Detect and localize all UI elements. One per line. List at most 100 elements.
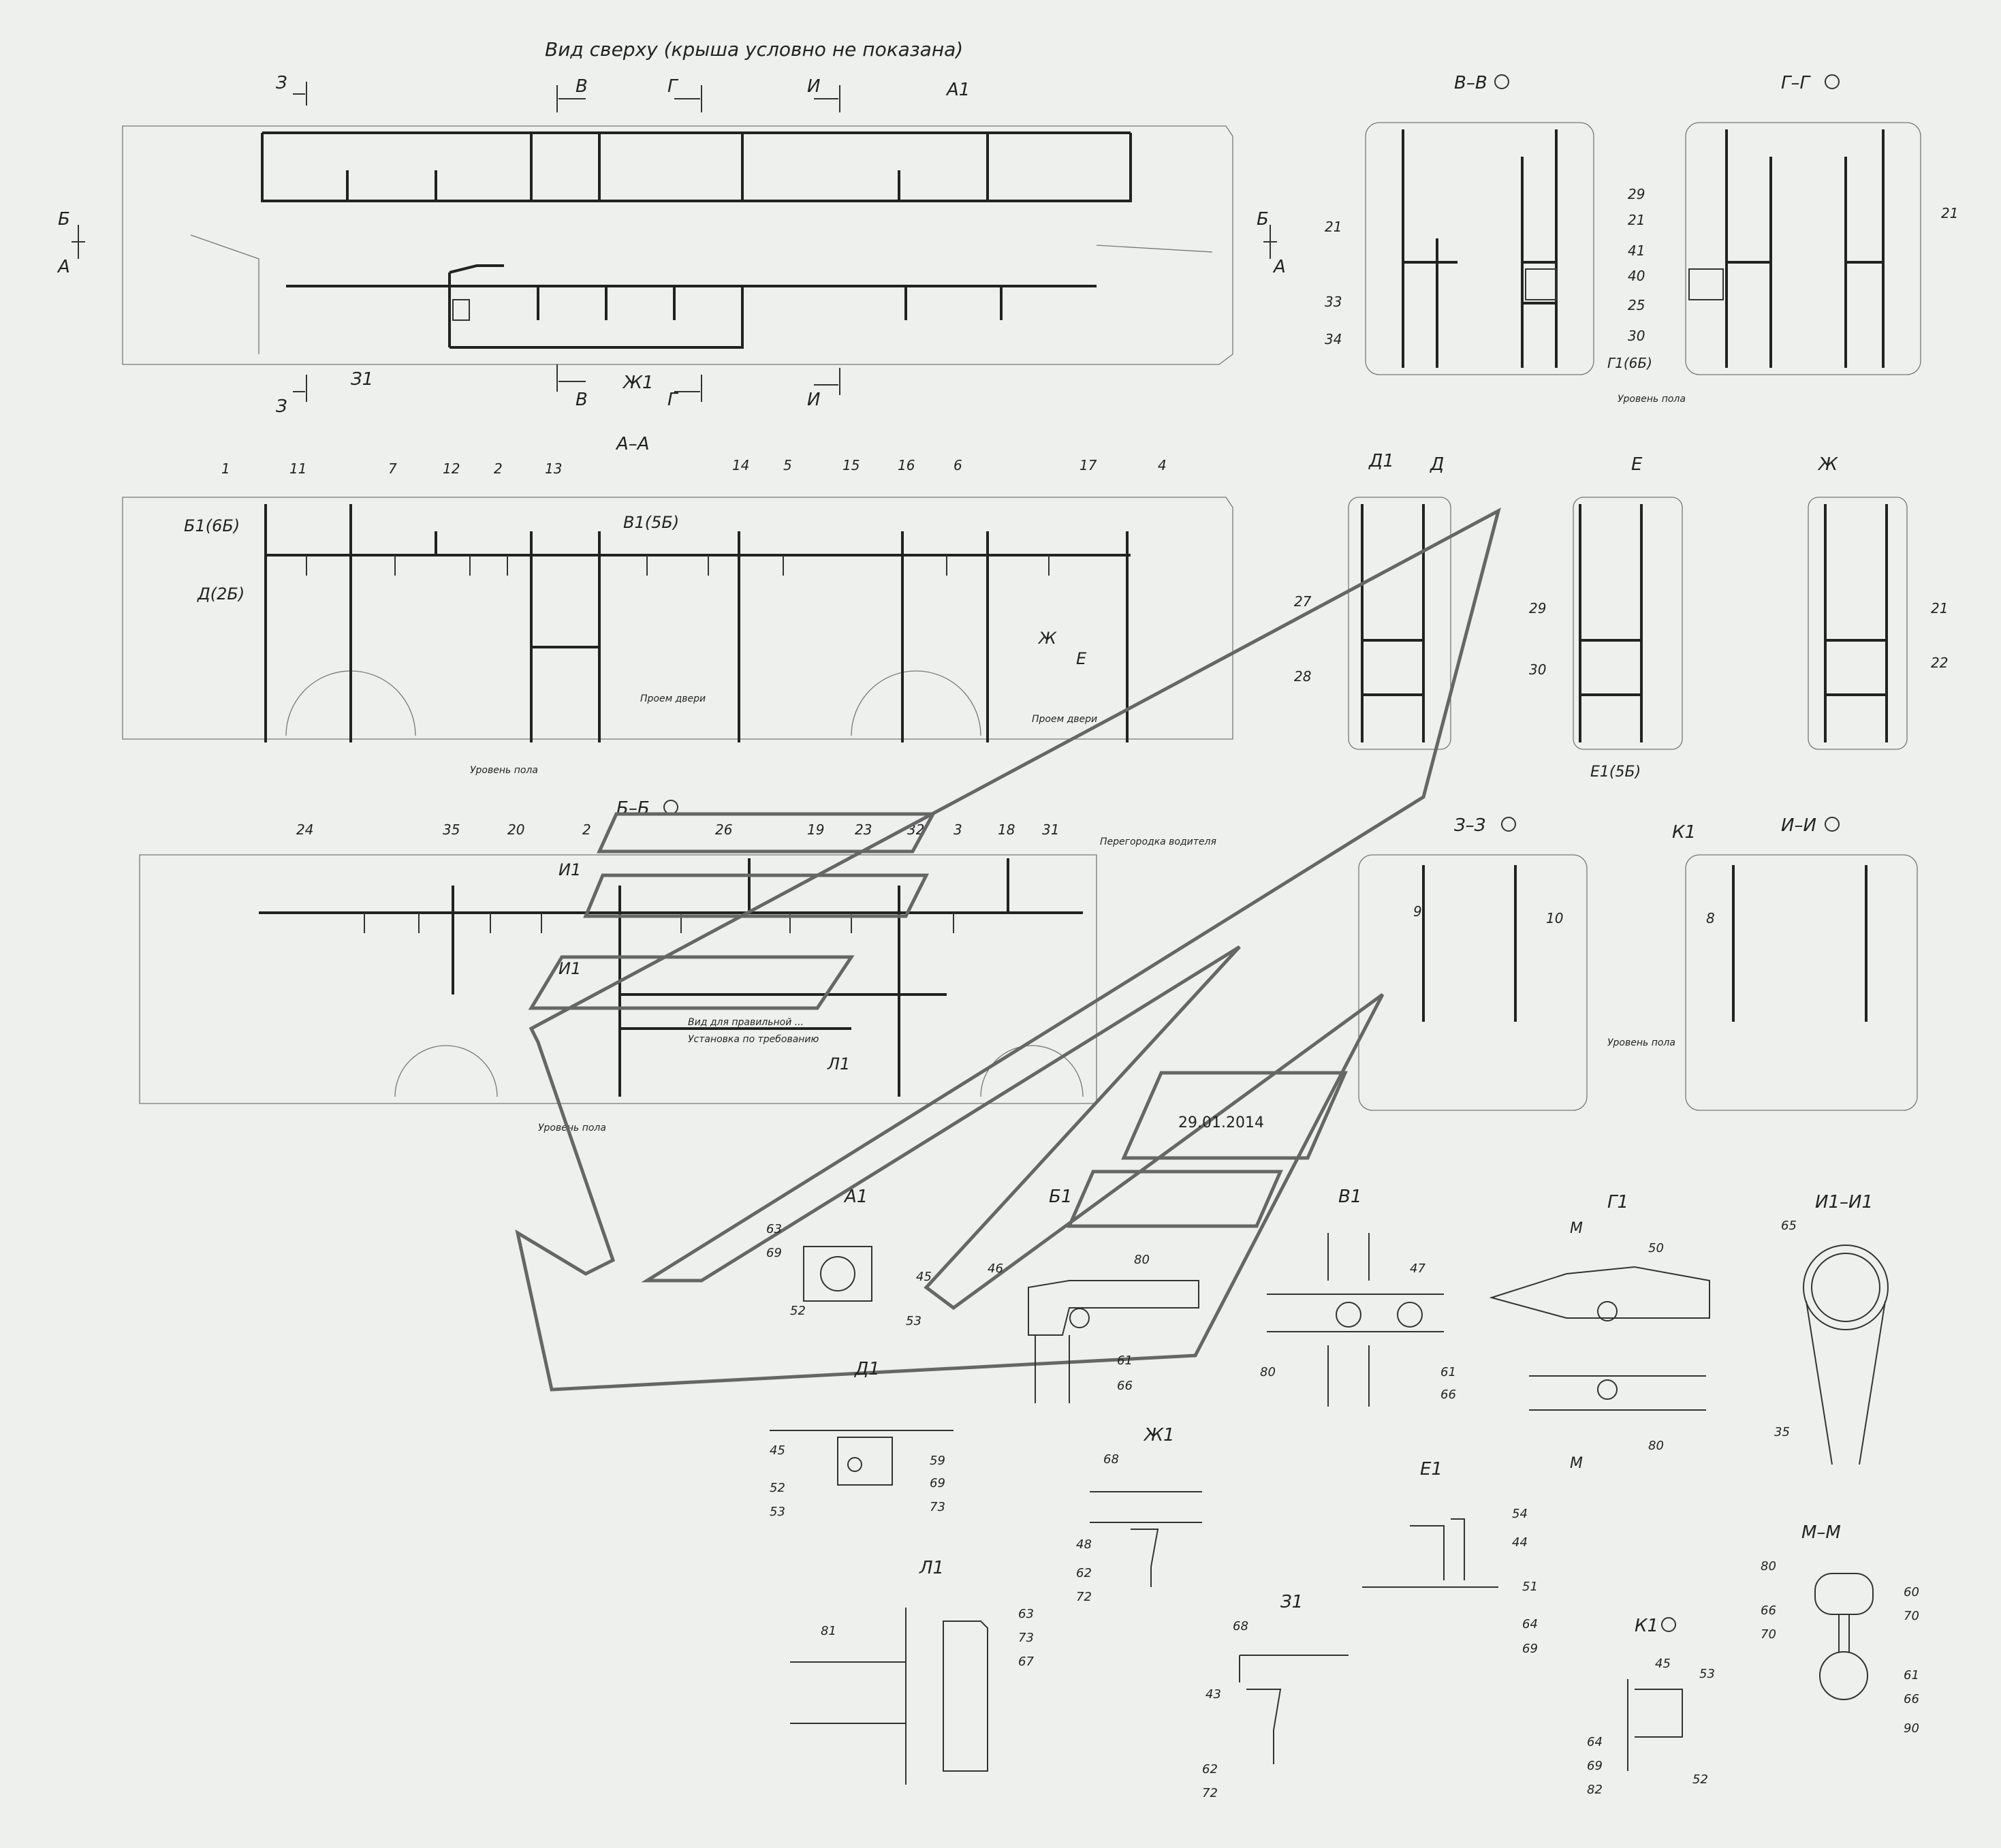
- svg-text:2: 2: [582, 821, 591, 838]
- svg-text:66: 66: [1440, 1388, 1456, 1402]
- svg-text:В–В: В–В: [1454, 73, 1487, 93]
- svg-text:4: 4: [1158, 457, 1167, 473]
- svg-text:М: М: [1570, 1455, 1583, 1472]
- svg-text:Л1: Л1: [827, 1054, 850, 1074]
- svg-text:54: 54: [1512, 1507, 1528, 1521]
- detail-k1: К1 45 53 64 69 82 52: [1587, 1616, 1715, 1797]
- top-rail-upper: [261, 131, 1132, 202]
- svg-text:28: 28: [1294, 668, 1311, 685]
- svg-text:72: 72: [1076, 1590, 1092, 1604]
- svg-text:Проем двери: Проем двери: [1032, 714, 1097, 725]
- svg-text:67: 67: [1018, 1655, 1034, 1669]
- detail-z1: З1 68 43 62 72: [1202, 1592, 1349, 1800]
- detail-g1: Г1 М 50 80 М: [1489, 1192, 1710, 1472]
- svg-text:30: 30: [1529, 661, 1546, 678]
- svg-text:65: 65: [1781, 1219, 1797, 1233]
- svg-text:Г–Г: Г–Г: [1781, 73, 1811, 93]
- svg-text:В1(5Б): В1(5Б): [623, 513, 679, 532]
- svg-text:И: И: [807, 390, 820, 410]
- svg-text:69: 69: [1522, 1642, 1538, 1656]
- view-ii: И–И: [1781, 815, 1840, 836]
- svg-text:Ж: Ж: [1817, 454, 1838, 475]
- svg-text:И: И: [807, 76, 820, 97]
- svg-text:24: 24: [296, 821, 313, 838]
- svg-text:И1–И1: И1–И1: [1815, 1192, 1873, 1212]
- svg-text:12: 12: [443, 460, 460, 477]
- svg-text:Б: Б: [1257, 209, 1269, 230]
- svg-text:Установка по требованию: Установка по требованию: [688, 1034, 819, 1045]
- svg-text:К1: К1: [1635, 1616, 1658, 1636]
- svg-text:Е: Е: [1631, 454, 1643, 475]
- svg-text:34: 34: [1325, 331, 1342, 347]
- svg-text:69: 69: [930, 1476, 945, 1490]
- section-bb: Б–Б 24 35 20 2 26 19 23 32 3 18 31 Перег…: [139, 798, 1216, 1133]
- svg-text:И1: И1: [558, 959, 581, 978]
- svg-text:13: 13: [545, 460, 562, 477]
- svg-text:35: 35: [1774, 1425, 1790, 1439]
- svg-text:11: 11: [289, 460, 306, 477]
- svg-text:И–И: И–И: [1781, 815, 1816, 836]
- svg-text:63: 63: [1018, 1607, 1034, 1621]
- svg-text:90: 90: [1904, 1721, 1919, 1736]
- view-e: Е 29 30 Е1(5Б): [1529, 454, 1683, 781]
- svg-text:17: 17: [1080, 457, 1097, 473]
- svg-text:Б1(6Б): Б1(6Б): [184, 516, 240, 535]
- view-k1: К1 8: [1672, 822, 1918, 1111]
- svg-text:Уровень пола: Уровень пола: [1618, 394, 1686, 405]
- svg-text:69: 69: [1587, 1759, 1603, 1773]
- svg-text:46: 46: [988, 1262, 1003, 1276]
- svg-text:5: 5: [783, 457, 792, 473]
- svg-text:47: 47: [1410, 1262, 1425, 1276]
- detail-l1: Л1 81 63 73 67: [790, 1558, 1034, 1785]
- bb-rails: [259, 858, 1083, 1097]
- svg-text:14: 14: [732, 457, 749, 473]
- svg-text:21: 21: [1628, 212, 1645, 228]
- svg-text:Б: Б: [58, 209, 70, 230]
- svg-text:З1: З1: [1280, 1592, 1303, 1612]
- svg-text:Уровень пола: Уровень пола: [538, 1123, 606, 1133]
- section-aa-title: А–А: [615, 434, 650, 454]
- svg-text:К1: К1: [1672, 822, 1696, 843]
- bus-outline-top: [122, 125, 1233, 365]
- svg-text:80: 80: [1134, 1253, 1150, 1267]
- svg-text:45: 45: [916, 1270, 932, 1284]
- approval-stamp-overlay: 29.01.2014: [515, 507, 1501, 1392]
- svg-text:20: 20: [507, 821, 524, 838]
- view-zz: З–З 9 10 Уровень пола: [1358, 815, 1675, 1111]
- svg-text:Уровень пола: Уровень пола: [1607, 1037, 1675, 1048]
- bb-callouts: 24 35 20 2 26 19 23 32 3 18 31 Перегород…: [296, 821, 1216, 1133]
- svg-text:35: 35: [443, 821, 460, 838]
- svg-text:М: М: [1570, 1220, 1583, 1237]
- svg-text:Ж: Ж: [1037, 629, 1057, 648]
- svg-text:23: 23: [855, 821, 872, 838]
- svg-text:45: 45: [1655, 1657, 1671, 1671]
- svg-text:29: 29: [1529, 600, 1546, 616]
- svg-text:72: 72: [1202, 1786, 1218, 1800]
- svg-text:Б1: Б1: [1049, 1187, 1072, 1207]
- svg-text:53: 53: [770, 1505, 785, 1519]
- svg-text:А1: А1: [843, 1187, 868, 1207]
- svg-text:82: 82: [1587, 1783, 1603, 1797]
- svg-text:62: 62: [1076, 1566, 1092, 1580]
- view-vv: В–В 21 33 34 29 21 41 40 25 30 Г1(6Б) Ур…: [1325, 73, 1686, 405]
- svg-text:73: 73: [930, 1500, 945, 1514]
- svg-text:66: 66: [1761, 1603, 1776, 1618]
- svg-text:30: 30: [1628, 328, 1645, 344]
- svg-text:15: 15: [842, 457, 860, 473]
- svg-text:53: 53: [906, 1314, 921, 1328]
- svg-text:29: 29: [1628, 186, 1645, 202]
- svg-text:63: 63: [766, 1222, 782, 1236]
- svg-text:З–З: З–З: [1454, 815, 1485, 836]
- svg-text:21: 21: [1931, 600, 1948, 616]
- svg-text:64: 64: [1587, 1735, 1603, 1749]
- svg-text:Вид для правильной ...: Вид для правильной ...: [688, 1017, 804, 1028]
- svg-text:Г1: Г1: [1607, 1192, 1628, 1212]
- svg-text:Г: Г: [667, 76, 679, 97]
- svg-text:52: 52: [790, 1304, 806, 1318]
- svg-text:8: 8: [1706, 910, 1715, 926]
- svg-text:А1: А1: [945, 80, 970, 100]
- svg-text:59: 59: [930, 1454, 945, 1468]
- svg-text:19: 19: [807, 821, 824, 838]
- svg-text:Е: Е: [1076, 649, 1087, 668]
